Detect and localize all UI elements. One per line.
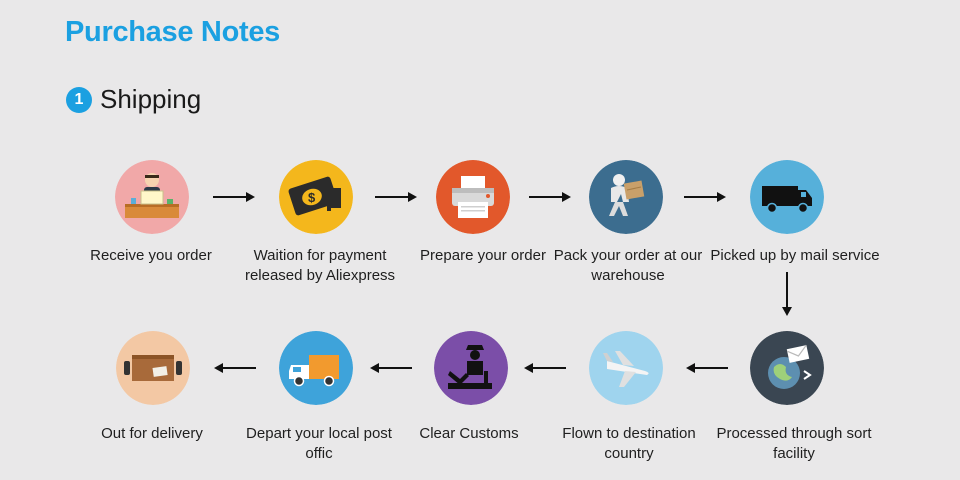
- step-prepare-icon: [436, 160, 510, 234]
- step-flown-icon: [589, 331, 663, 405]
- step-prepare-label: Prepare your order: [420, 247, 546, 264]
- parcel-icon: [116, 331, 190, 405]
- arrow-right-4: [684, 190, 726, 209]
- step-sort-label: Processed through sort facility: [716, 425, 872, 462]
- step-payment-label: Waition for payment released by Aliexpre…: [244, 247, 396, 284]
- courier-box-icon: [589, 160, 663, 234]
- arrow-down: [780, 272, 794, 321]
- step-receive-icon: [115, 160, 189, 234]
- step-flown-label: Flown to destination country: [562, 425, 696, 462]
- arrow-left-4: [214, 361, 256, 380]
- arrow-right-2: [375, 190, 417, 209]
- arrow-left-3: [370, 361, 412, 380]
- arrow-right-1: [213, 190, 255, 209]
- svg-text:$: $: [308, 190, 316, 205]
- globe-mail-icon: [750, 331, 824, 405]
- step-sort-icon: [750, 331, 824, 405]
- section-number-badge: 1: [66, 86, 92, 113]
- section-heading: 1 Shipping: [66, 84, 201, 115]
- page-title: Purchase Notes: [65, 16, 280, 48]
- truck-icon: [750, 160, 824, 234]
- airplane-icon: [589, 331, 663, 405]
- customs-officer-icon: [434, 331, 508, 405]
- step-customs-icon: [434, 331, 508, 405]
- step-pickup-label: Picked up by mail service: [710, 247, 880, 264]
- step-pack-icon: [589, 160, 663, 234]
- person-at-desk-icon: [115, 160, 189, 234]
- step-depart-label: Depart your local post offic: [246, 425, 392, 462]
- delivery-van-icon: [279, 331, 353, 405]
- arrow-left-2: [524, 361, 566, 380]
- section-label: Shipping: [100, 84, 202, 114]
- arrow-left-1: [686, 361, 728, 380]
- arrow-right-3: [529, 190, 571, 209]
- step-receive-label: Receive you order: [90, 247, 212, 264]
- step-out-icon: [116, 331, 190, 405]
- step-customs-label: Clear Customs: [419, 425, 519, 442]
- step-out-label: Out for delivery: [101, 425, 203, 442]
- step-pack-label: Pack your order at our warehouse: [553, 247, 703, 284]
- printer-icon: [436, 160, 510, 234]
- step-payment-icon: $: [279, 160, 353, 234]
- step-pickup-icon: [750, 160, 824, 234]
- money-icon: $: [279, 160, 353, 234]
- step-depart-icon: [279, 331, 353, 405]
